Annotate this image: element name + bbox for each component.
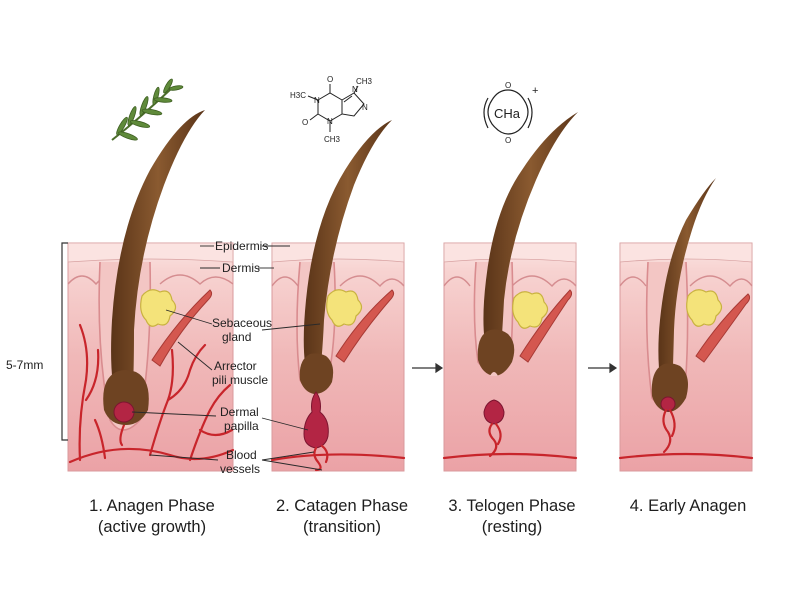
label-sebaceous: Sebaceous [212, 316, 272, 330]
dermal-papilla [660, 396, 676, 412]
ring-compound-icon: CHa O O + [483, 81, 538, 145]
arrow-right-icon [588, 362, 618, 374]
hair-bulb [299, 353, 334, 394]
sebaceous-gland [512, 291, 549, 329]
label-papilla: papilla [224, 419, 259, 433]
hair-shaft [658, 178, 716, 392]
caption-catagen: 2. Catagen Phase (transition) [275, 497, 409, 536]
arrector-muscle [695, 293, 751, 363]
epidermis-layer [271, 242, 405, 263]
hair-club [477, 329, 515, 376]
panel-telogen [442, 112, 578, 472]
label-epidermis: Epidermis [215, 239, 268, 253]
epidermis-layer [67, 242, 234, 263]
leader-lines [131, 245, 323, 471]
svg-text:N: N [327, 117, 333, 126]
label-blood: Blood [226, 448, 257, 462]
panel-catagen [270, 120, 406, 472]
caffeine-molecule-icon: O O N N N N H3C CH3 CH3 [290, 75, 373, 144]
sebaceous-gland [140, 289, 177, 327]
sebaceous-gland [326, 289, 363, 327]
epidermis-layer [619, 242, 753, 263]
sebaceous-gland [686, 289, 723, 327]
dermis-line [443, 275, 577, 288]
label-gland: gland [222, 330, 251, 344]
panel-early-anagen [618, 178, 754, 472]
arrector-muscle [519, 289, 573, 363]
svg-text:O: O [505, 136, 511, 145]
svg-text:O: O [505, 81, 511, 90]
svg-text:N: N [314, 96, 320, 105]
blood-vessels [442, 422, 578, 460]
arrector-muscle [335, 289, 395, 363]
blood-vessels [618, 408, 754, 460]
label-dermis: Dermis [222, 261, 260, 275]
scale-bracket [61, 242, 68, 441]
caption-telogen: 3. Telogen Phase (resting) [448, 497, 576, 536]
svg-text:O: O [327, 75, 333, 84]
panel-anagen [67, 110, 235, 472]
caption-anagen: 1. Anagen Phase (active growth) [89, 497, 215, 536]
dermis-line [619, 275, 753, 288]
dermis-line [271, 275, 405, 288]
svg-text:O: O [302, 118, 308, 127]
hair-bulb [651, 363, 688, 412]
svg-text:H3C: H3C [290, 91, 306, 100]
dermal-papilla [483, 399, 505, 425]
blood-vessels [68, 323, 235, 464]
svg-text:N: N [362, 103, 368, 112]
arrow-right-icon [412, 362, 444, 374]
label-pili-muscle: pili muscle [212, 373, 268, 387]
svg-text:CH3: CH3 [324, 135, 341, 144]
rosemary-sprig-icon [111, 78, 184, 141]
ring-label: CHa [494, 106, 521, 121]
label-arrector: Arrector [214, 359, 257, 373]
label-vessels: vessels [220, 462, 260, 476]
dermal-papilla [113, 401, 135, 423]
svg-text:+: + [532, 85, 538, 97]
scale-label: 5-7mm [6, 358, 43, 372]
caption-early-anagen: 4. Early Anagen [629, 497, 747, 515]
arrector-muscle [151, 289, 213, 367]
label-dermal: Dermal [220, 405, 259, 419]
svg-text:N: N [352, 85, 358, 94]
svg-text:CH3: CH3 [356, 77, 373, 86]
